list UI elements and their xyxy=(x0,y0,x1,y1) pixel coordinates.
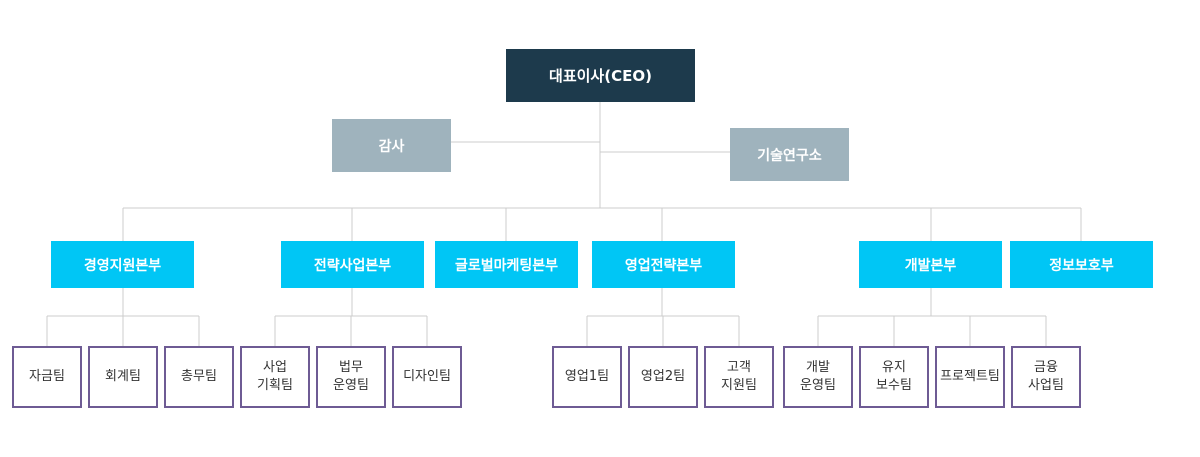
team-label: 사업 기획팀 xyxy=(257,360,293,393)
tech-lab-label: 기술연구소 xyxy=(757,147,822,164)
division-label: 경영지원본부 xyxy=(83,257,162,274)
division-information-security: 정보보호부 xyxy=(1010,241,1153,288)
team-box: 영업2팀 xyxy=(628,346,698,408)
team-label: 회계팀 xyxy=(105,369,141,384)
team-box: 개발 운영팀 xyxy=(783,346,853,408)
division-label: 정보보호부 xyxy=(1049,257,1114,274)
team-box: 회계팀 xyxy=(88,346,158,408)
team-label: 총무팀 xyxy=(181,369,217,384)
audit-box: 감사 xyxy=(332,119,451,172)
team-label: 자금팀 xyxy=(29,369,65,384)
team-label: 영업2팀 xyxy=(640,369,686,384)
team-label: 개발 운영팀 xyxy=(800,360,836,393)
division-label: 개발본부 xyxy=(904,257,957,274)
team-label: 영업1팀 xyxy=(564,369,610,384)
team-box: 사업 기획팀 xyxy=(240,346,310,408)
ceo-label: 대표이사(CEO) xyxy=(549,67,652,85)
division-strategic-business: 전략사업본부 xyxy=(281,241,424,288)
team-box: 프로젝트팀 xyxy=(935,346,1005,408)
team-box: 법무 운영팀 xyxy=(316,346,386,408)
team-label: 프로젝트팀 xyxy=(940,369,1000,384)
division-label: 전략사업본부 xyxy=(313,257,392,274)
team-box: 고객 지원팀 xyxy=(704,346,774,408)
team-box: 디자인팀 xyxy=(392,346,462,408)
division-management-support: 경영지원본부 xyxy=(51,241,194,288)
team-label: 유지 보수팀 xyxy=(876,360,912,393)
division-sales-strategy: 영업전략본부 xyxy=(592,241,735,288)
division-global-marketing: 글로벌마케팅본부 xyxy=(435,241,578,288)
tech-lab-box: 기술연구소 xyxy=(730,128,849,181)
team-box: 자금팀 xyxy=(12,346,82,408)
division-label: 글로벌마케팅본부 xyxy=(454,257,559,274)
ceo-box: 대표이사(CEO) xyxy=(506,49,695,102)
team-box: 영업1팀 xyxy=(552,346,622,408)
audit-label: 감사 xyxy=(378,138,405,155)
team-box: 총무팀 xyxy=(164,346,234,408)
team-label: 법무 운영팀 xyxy=(333,360,369,393)
division-label: 영업전략본부 xyxy=(624,257,703,274)
team-label: 고객 지원팀 xyxy=(721,360,757,393)
division-development: 개발본부 xyxy=(859,241,1002,288)
team-label: 금융 사업팀 xyxy=(1028,360,1064,393)
team-box: 유지 보수팀 xyxy=(859,346,929,408)
team-box: 금융 사업팀 xyxy=(1011,346,1081,408)
team-label: 디자인팀 xyxy=(403,369,451,384)
